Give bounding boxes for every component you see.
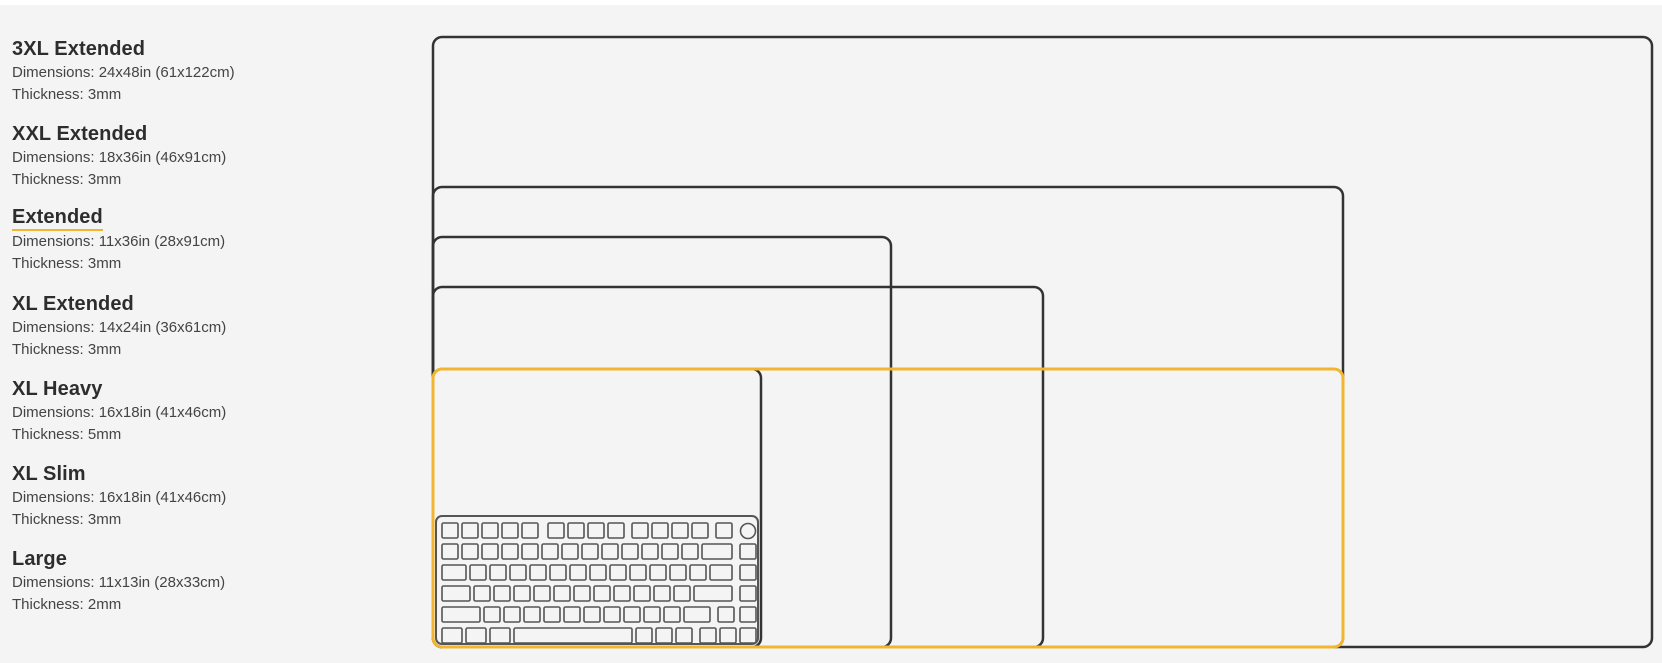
size-thickness: Thickness: 3mm — [12, 341, 122, 358]
size-dimensions: Dimensions: 18x36in (46x91cm) — [12, 149, 227, 166]
size-thickness: Thickness: 3mm — [12, 255, 122, 272]
size-option-xl-extended[interactable]: XL Extended Dimensions: 14x24in (36x61cm… — [12, 291, 392, 376]
size-thickness: Thickness: 3mm — [12, 171, 122, 188]
size-thickness: Thickness: 5mm — [12, 426, 122, 443]
size-name-selected: Extended — [12, 206, 103, 231]
size-thickness: Thickness: 3mm — [12, 86, 122, 103]
size-dimensions: Dimensions: 24x48in (61x122cm) — [12, 64, 235, 81]
size-option-xxl-extended[interactable]: XXL Extended Dimensions: 18x36in (46x91c… — [12, 121, 392, 206]
size-dimensions: Dimensions: 16x18in (41x46cm) — [12, 404, 227, 421]
size-option-3xl-extended[interactable]: 3XL Extended Dimensions: 24x48in (61x122… — [12, 36, 392, 121]
size-name: XL Slim — [12, 463, 86, 485]
size-dimensions: Dimensions: 16x18in (41x46cm) — [12, 489, 227, 506]
size-option-extended[interactable]: Extended Dimensions: 11x36in (28x91cm) T… — [12, 206, 392, 291]
size-option-xl-heavy[interactable]: XL Heavy Dimensions: 16x18in (41x46cm) T… — [12, 376, 392, 461]
size-list: 3XL Extended Dimensions: 24x48in (61x122… — [12, 36, 392, 631]
size-name: Large — [12, 548, 67, 570]
size-option-xl-slim[interactable]: XL Slim Dimensions: 16x18in (41x46cm) Th… — [12, 461, 392, 546]
size-thickness: Thickness: 2mm — [12, 596, 122, 613]
size-name: 3XL Extended — [12, 38, 146, 60]
size-dimensions: Dimensions: 11x13in (28x33cm) — [12, 574, 226, 591]
outline-extended-highlighted — [431, 367, 1345, 649]
size-dimensions: Dimensions: 11x36in (28x91cm) — [12, 233, 226, 250]
size-option-large[interactable]: Large Dimensions: 11x13in (28x33cm) Thic… — [12, 546, 392, 631]
outline-large — [431, 367, 763, 649]
outline-xl-heavy-slim — [431, 285, 1045, 649]
size-comparison-panel — [0, 5, 1662, 663]
size-dimensions: Dimensions: 14x24in (36x61cm) — [12, 319, 227, 336]
size-thickness: Thickness: 3mm — [12, 511, 122, 528]
size-name: XL Heavy — [12, 378, 103, 400]
keyboard-icon — [435, 515, 759, 645]
size-name: XXL Extended — [12, 123, 148, 145]
size-name: XL Extended — [12, 293, 134, 315]
